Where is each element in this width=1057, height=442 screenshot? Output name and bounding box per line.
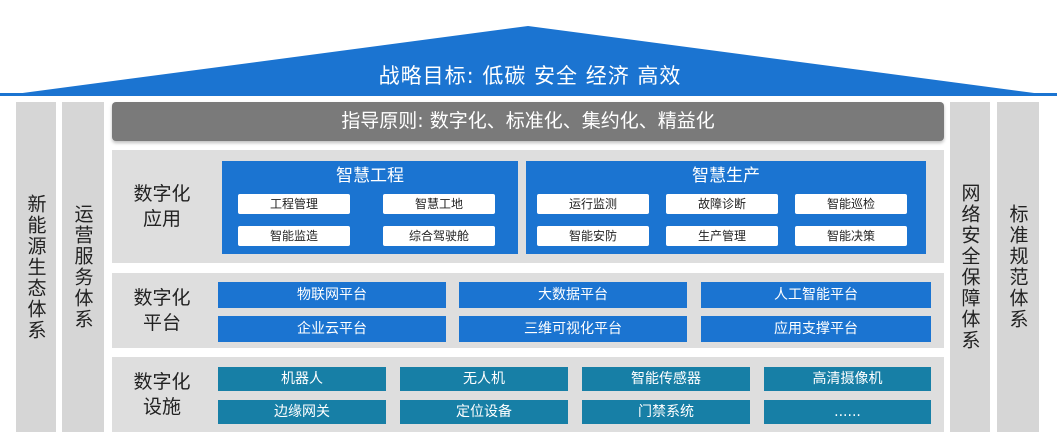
- platform-item: 应用支撑平台: [701, 316, 931, 342]
- infrastructure-item: 定位设备: [400, 400, 568, 424]
- infrastructure-layer-label: 数字化 设施: [133, 370, 191, 418]
- new-energy-ecosystem-column: 新能源生态体系: [16, 102, 56, 432]
- infrastructure-item: ......: [764, 400, 931, 424]
- standards-column: 标准规范体系: [997, 102, 1039, 432]
- roof-shape: [0, 26, 1057, 96]
- guiding-principle-bar: 指导原则: 数字化、标准化、集约化、精益化: [112, 102, 944, 141]
- infrastructure-item: 智能传感器: [582, 367, 750, 391]
- standards-label: 标准规范体系: [1006, 204, 1029, 330]
- infrastructure-item: 边缘网关: [218, 400, 386, 424]
- smart-production-title: 智慧生产: [692, 166, 760, 186]
- engineering-item: 工程管理: [238, 194, 350, 214]
- operation-service-label: 运营服务体系: [71, 204, 94, 330]
- production-item: 运行监测: [537, 194, 649, 214]
- platform-item: 三维可视化平台: [459, 316, 687, 342]
- production-item: 智能安防: [537, 226, 649, 246]
- platform-item: 企业云平台: [218, 316, 446, 342]
- engineering-item: 智能监造: [238, 226, 350, 246]
- engineering-item: 智慧工地: [383, 194, 495, 214]
- network-security-label: 网络安全保障体系: [958, 183, 981, 351]
- production-item: 智能巡检: [795, 194, 907, 214]
- platform-layer-label: 数字化 平台: [133, 286, 191, 334]
- application-layer-label: 数字化 应用: [133, 182, 191, 230]
- platform-item: 物联网平台: [218, 282, 446, 308]
- operation-service-column: 运营服务体系: [62, 102, 104, 432]
- engineering-item: 综合驾驶舱: [383, 226, 495, 246]
- infrastructure-item: 门禁系统: [582, 400, 750, 424]
- infrastructure-item: 机器人: [218, 367, 386, 391]
- infrastructure-item: 高清摄像机: [764, 367, 931, 391]
- platform-item: 大数据平台: [459, 282, 687, 308]
- production-item: 生产管理: [666, 226, 778, 246]
- infrastructure-item: 无人机: [400, 367, 568, 391]
- platform-item: 人工智能平台: [701, 282, 931, 308]
- new-energy-ecosystem-label: 新能源生态体系: [24, 193, 47, 341]
- strategic-goal-title: 战略目标: 低碳 安全 经济 高效: [378, 64, 682, 88]
- production-item: 智能决策: [795, 226, 907, 246]
- network-security-column: 网络安全保障体系: [950, 102, 990, 432]
- production-item: 故障诊断: [666, 194, 778, 214]
- smart-engineering-title: 智慧工程: [336, 166, 404, 186]
